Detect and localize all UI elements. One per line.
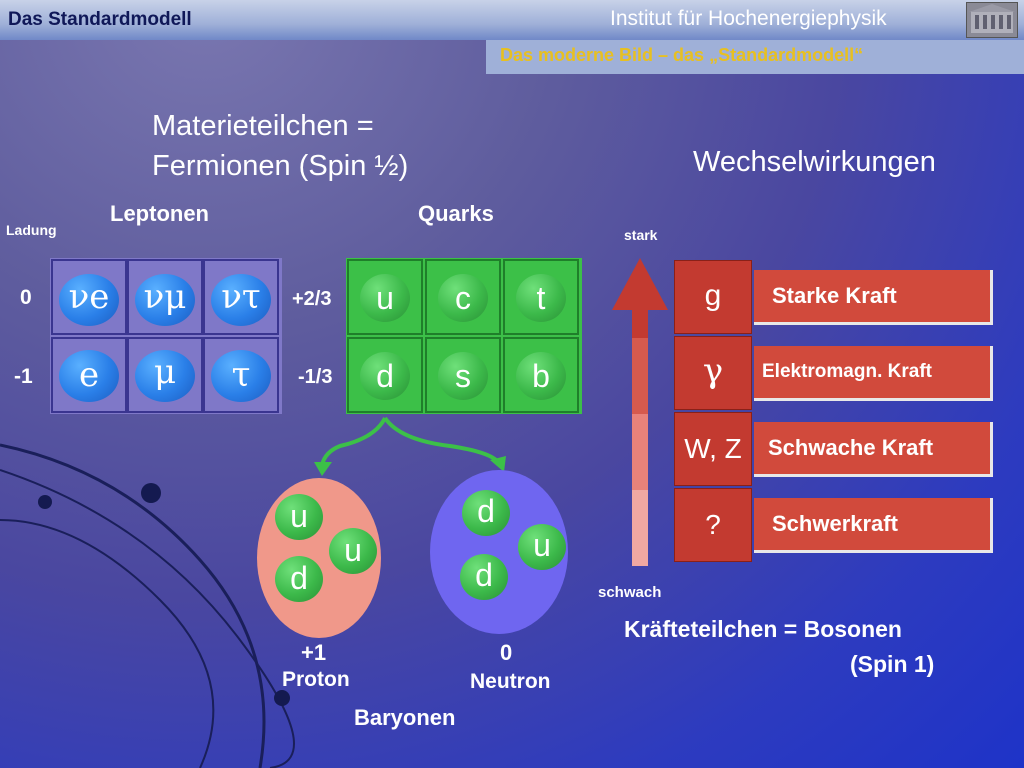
force-strong: Starke Kraft <box>754 270 993 325</box>
force-electromagnetic: Elektromagn. Kraft <box>754 346 993 401</box>
interactions-heading: Wechselwirkungen <box>693 146 936 178</box>
quark-grid: u c t d s b <box>346 258 582 414</box>
proton-charge: +1 <box>301 640 327 665</box>
quark-down: d <box>360 352 410 400</box>
force-gravity: Schwerkraft <box>754 498 993 553</box>
quark-top: t <box>516 274 566 322</box>
orbit-dot <box>274 690 290 706</box>
neutron-charge: 0 <box>500 640 513 665</box>
force-weak: Schwache Kraft <box>754 422 993 477</box>
neutron-circle: d u d <box>430 470 568 634</box>
bosons-heading-line1: Kräfteteilchen = Bosonen <box>624 616 902 642</box>
proton-quark-down: d <box>275 556 323 602</box>
charge-label: Ladung <box>6 222 57 238</box>
weak-label: schwach <box>598 584 662 601</box>
proton-quark-up-1: u <box>275 494 323 540</box>
lepton-tau: τ <box>211 350 271 402</box>
quarks-label: Quarks <box>418 201 494 226</box>
institute-name: Institut für Hochenergiephysik <box>610 7 887 30</box>
matter-heading-line1: Materieteilchen = <box>152 110 374 142</box>
lepton-electron: e <box>59 350 119 402</box>
neutron-quark-down-1: d <box>462 490 510 536</box>
neutron-quark-down-2: d <box>460 554 508 600</box>
quark-up: u <box>360 274 410 322</box>
leptons-label: Leptonen <box>110 201 209 226</box>
matter-heading-line2: Fermionen (Spin ½) <box>152 150 409 182</box>
bosons-heading-line2: (Spin 1) <box>850 651 935 677</box>
proton-label: Proton <box>282 668 350 691</box>
quark-charm: c <box>438 274 488 322</box>
strength-arrow <box>612 258 668 566</box>
lepton-charge-negative: -1 <box>14 365 33 388</box>
quark-charge-up: +2/3 <box>292 288 332 310</box>
quark-charge-down: -1/3 <box>298 366 333 388</box>
orbit-dot <box>141 483 161 503</box>
baryons-label: Baryonen <box>354 705 456 730</box>
strong-label: stark <box>624 227 658 243</box>
baryon-arrows <box>314 416 506 476</box>
boson-w-z: W, Z <box>674 412 752 486</box>
proton-quark-up-2: u <box>329 528 377 574</box>
lepton-grid: νe νμ ντ e μ τ <box>50 258 282 414</box>
boson-gluon: g <box>674 260 752 334</box>
slide-title: Das Standardmodell <box>8 9 192 30</box>
lepton-electron-neutrino: νe <box>59 274 119 326</box>
lepton-tau-neutrino: ντ <box>211 274 271 326</box>
boson-photon: γ <box>674 336 752 410</box>
quark-strange: s <box>438 352 488 400</box>
neutron-quark-up: u <box>518 524 566 570</box>
orbit-dot <box>38 495 52 509</box>
subtitle-bar: Das moderne Bild – das „Standardmodell“ <box>486 40 1024 74</box>
header-bar: Das Standardmodell Institut für Hochener… <box>0 0 1024 40</box>
proton-circle: u u d <box>257 478 381 638</box>
lepton-muon-neutrino: νμ <box>135 274 195 326</box>
lepton-charge-neutral: 0 <box>20 286 32 309</box>
neutron-label: Neutron <box>470 670 551 693</box>
lepton-muon: μ <box>135 350 195 402</box>
boson-graviton: ? <box>674 488 752 562</box>
quark-bottom: b <box>516 352 566 400</box>
institute-logo <box>966 2 1018 38</box>
slide-subtitle: Das moderne Bild – das „Standardmodell“ <box>500 45 864 65</box>
